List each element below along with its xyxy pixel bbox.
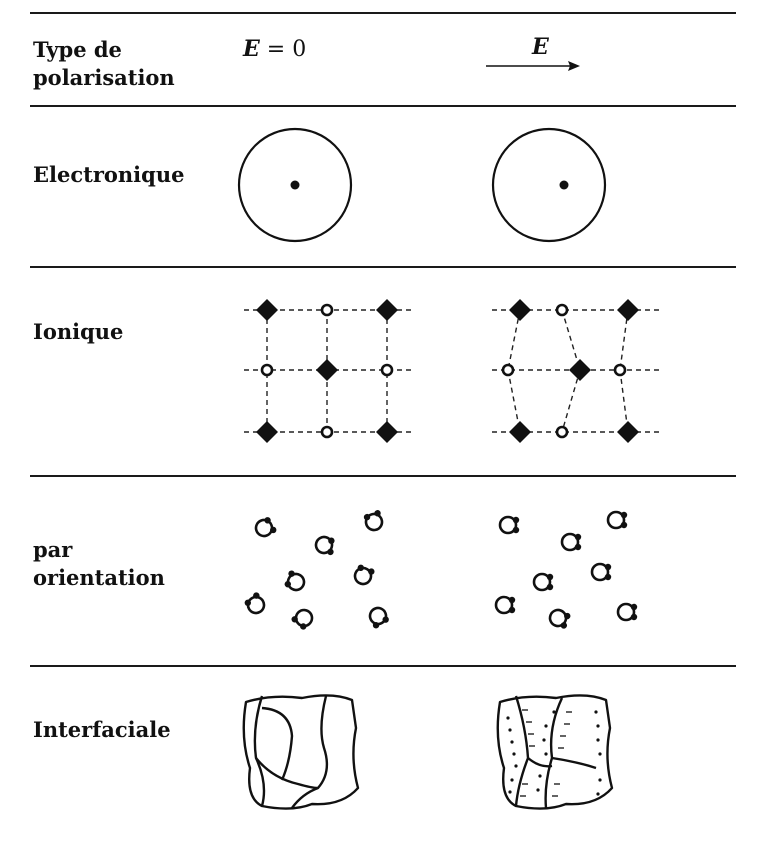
column-header-type: Type de polarisation xyxy=(33,36,175,92)
electronic-atom-no-field xyxy=(237,127,353,243)
ionic-lattice-no-field xyxy=(244,299,412,443)
column-header-no-field: E = 0 xyxy=(243,36,306,62)
dipole-molecule xyxy=(241,589,269,618)
dipole-molecule xyxy=(366,604,392,631)
anion xyxy=(376,421,398,443)
row-label-orientation-line2: orientation xyxy=(33,565,165,590)
column-header-type-line2: polarisation xyxy=(33,65,175,90)
dipole-aligned xyxy=(532,572,555,592)
anion-displaced xyxy=(617,421,639,443)
dipole-molecule xyxy=(252,514,279,540)
dipole-aligned xyxy=(498,515,521,535)
dipole-molecule xyxy=(288,605,318,634)
dipoles-aligned-field xyxy=(494,510,639,631)
cation-displaced xyxy=(555,303,569,317)
grains-charged-field xyxy=(496,694,614,810)
dipole-aligned xyxy=(560,532,583,552)
field-zero-label: = 0 xyxy=(266,37,307,62)
row-label-interfaciale: Interfaciale xyxy=(33,717,171,742)
row-divider-3 xyxy=(30,665,736,667)
field-symbol-e: E xyxy=(243,36,260,62)
electronic-atom-field xyxy=(491,127,607,243)
row-label-ionique: Ionique xyxy=(33,319,124,344)
grain-boundary-outline xyxy=(242,694,360,810)
dipole-molecule xyxy=(312,532,339,558)
row-label-orientation: par orientation xyxy=(33,536,165,592)
row-label-electronique: Electronique xyxy=(33,162,185,187)
anion xyxy=(256,299,278,321)
dipole-molecule xyxy=(361,508,385,533)
dipole-aligned xyxy=(546,606,573,631)
cation xyxy=(380,363,394,377)
row-divider-2 xyxy=(30,475,736,477)
cation-displaced xyxy=(613,363,627,377)
anion-displaced xyxy=(509,421,531,443)
column-header-type-line1: Type de xyxy=(33,37,122,62)
field-arrow-icon xyxy=(486,61,580,71)
dipole-aligned xyxy=(494,595,517,615)
row-divider-1 xyxy=(30,266,736,268)
column-header-field: E xyxy=(532,34,549,60)
anion-displaced xyxy=(569,359,591,381)
dipole-molecule xyxy=(349,560,378,589)
row-label-orientation-line1: par xyxy=(33,537,73,562)
cation xyxy=(320,303,334,317)
anion xyxy=(316,359,338,381)
electron-cloud xyxy=(237,127,353,243)
dipole-molecule xyxy=(280,567,309,596)
dipole-aligned xyxy=(606,510,629,530)
top-rule xyxy=(30,12,736,14)
nucleus-shifted xyxy=(559,180,569,190)
dipoles-no-field xyxy=(241,508,392,634)
nucleus xyxy=(290,180,300,190)
anion-displaced xyxy=(617,299,639,321)
field-symbol-e-applied: E xyxy=(532,34,549,60)
anion xyxy=(256,421,278,443)
anion xyxy=(376,299,398,321)
grain-boundary-outline xyxy=(496,694,614,810)
cation xyxy=(320,425,334,439)
cation xyxy=(260,363,274,377)
dipole-aligned xyxy=(616,602,639,622)
ionic-lattice-field xyxy=(492,299,660,443)
cation-displaced xyxy=(555,425,569,439)
grains-no-field xyxy=(242,694,360,810)
dipole-aligned xyxy=(590,562,613,582)
header-rule xyxy=(30,105,736,107)
electron-cloud xyxy=(491,127,607,243)
cation-displaced xyxy=(501,363,515,377)
anion-displaced xyxy=(509,299,531,321)
